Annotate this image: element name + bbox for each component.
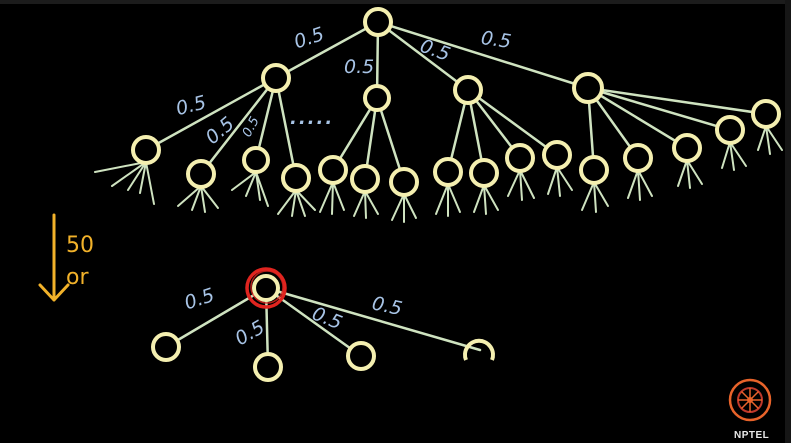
upper-leaf-node [350,164,380,194]
upper-leaf-node [623,143,653,173]
edge-a-c2 [199,76,278,176]
upper-leaf-node [469,158,499,188]
upper-edge-label: 0.5 [174,91,209,120]
upper-leaf-node [672,133,702,163]
upper-edge-label: 0.5 [344,56,374,78]
upper-leaf-node [579,155,609,185]
logo-outer-ring [728,378,772,422]
edge-d-c3 [586,86,689,150]
upper-leaf-node [505,143,535,173]
lower-child-node [151,332,181,362]
upper-node-c [453,75,483,105]
upper-leaf-node [131,135,161,165]
upper-tree-edges [144,20,768,184]
upper-leaf-node [186,159,216,189]
ellipsis-dots: ..... [290,108,334,129]
edge-root-a [274,20,380,80]
upper-leaf-node [542,140,572,170]
side-note-line-1: 50 [66,233,94,258]
edge-a-c4 [274,76,298,180]
leaf-fringes [94,125,783,223]
upper-leaf-node [242,146,270,174]
nptel-logo: NPTEL [728,378,772,441]
lower-edge-label: 0.5 [182,284,218,314]
upper-leaf-node [281,163,311,193]
lower-edge-label: 0.5 [370,292,404,320]
edge-a-c1 [144,76,278,152]
side-note: 50 or [38,213,94,302]
edge-d-c5 [586,86,768,116]
lower-child-node-partial [463,338,495,361]
upper-root-node [363,7,393,37]
upper-edge-label: 0.5 [291,23,327,53]
lower-child-node [253,352,283,382]
edge-c-c4 [466,88,559,157]
edge-d-c4 [586,86,732,132]
upper-edge-label: 0.5 [201,113,238,149]
highlight-ring-inner [250,270,284,304]
window-right-edge [785,0,791,443]
side-note-line-2: or [66,265,89,290]
window-top-edge [0,0,791,4]
lower-root-node [252,274,280,302]
upper-leaf-node [751,99,781,129]
logo-hub [747,397,753,403]
edge-root-c [376,20,470,92]
down-arrow [38,213,70,302]
highlight-ring [245,267,287,309]
upper-node-a [261,63,291,93]
upper-edge-label: 0.5 [417,35,453,66]
upper-leaf-node [389,167,419,197]
upper-leaf-node [318,155,348,185]
edge-root-d [376,20,590,90]
lower-tree-nodes [151,274,495,382]
lower-child-node [346,341,376,371]
upper-edge-label: 0.5 [480,27,513,53]
lower-edge-4 [264,286,482,352]
upper-leaf-node [433,157,463,187]
upper-tree-nodes [131,7,781,197]
upper-node-b [363,84,391,112]
lower-edge-label: 0.5 [309,303,345,335]
upper-node-d [572,72,604,104]
logo-text: NPTEL [734,430,769,441]
lower-edge-label: 0.5 [231,316,268,350]
upper-leaf-node [715,115,745,145]
